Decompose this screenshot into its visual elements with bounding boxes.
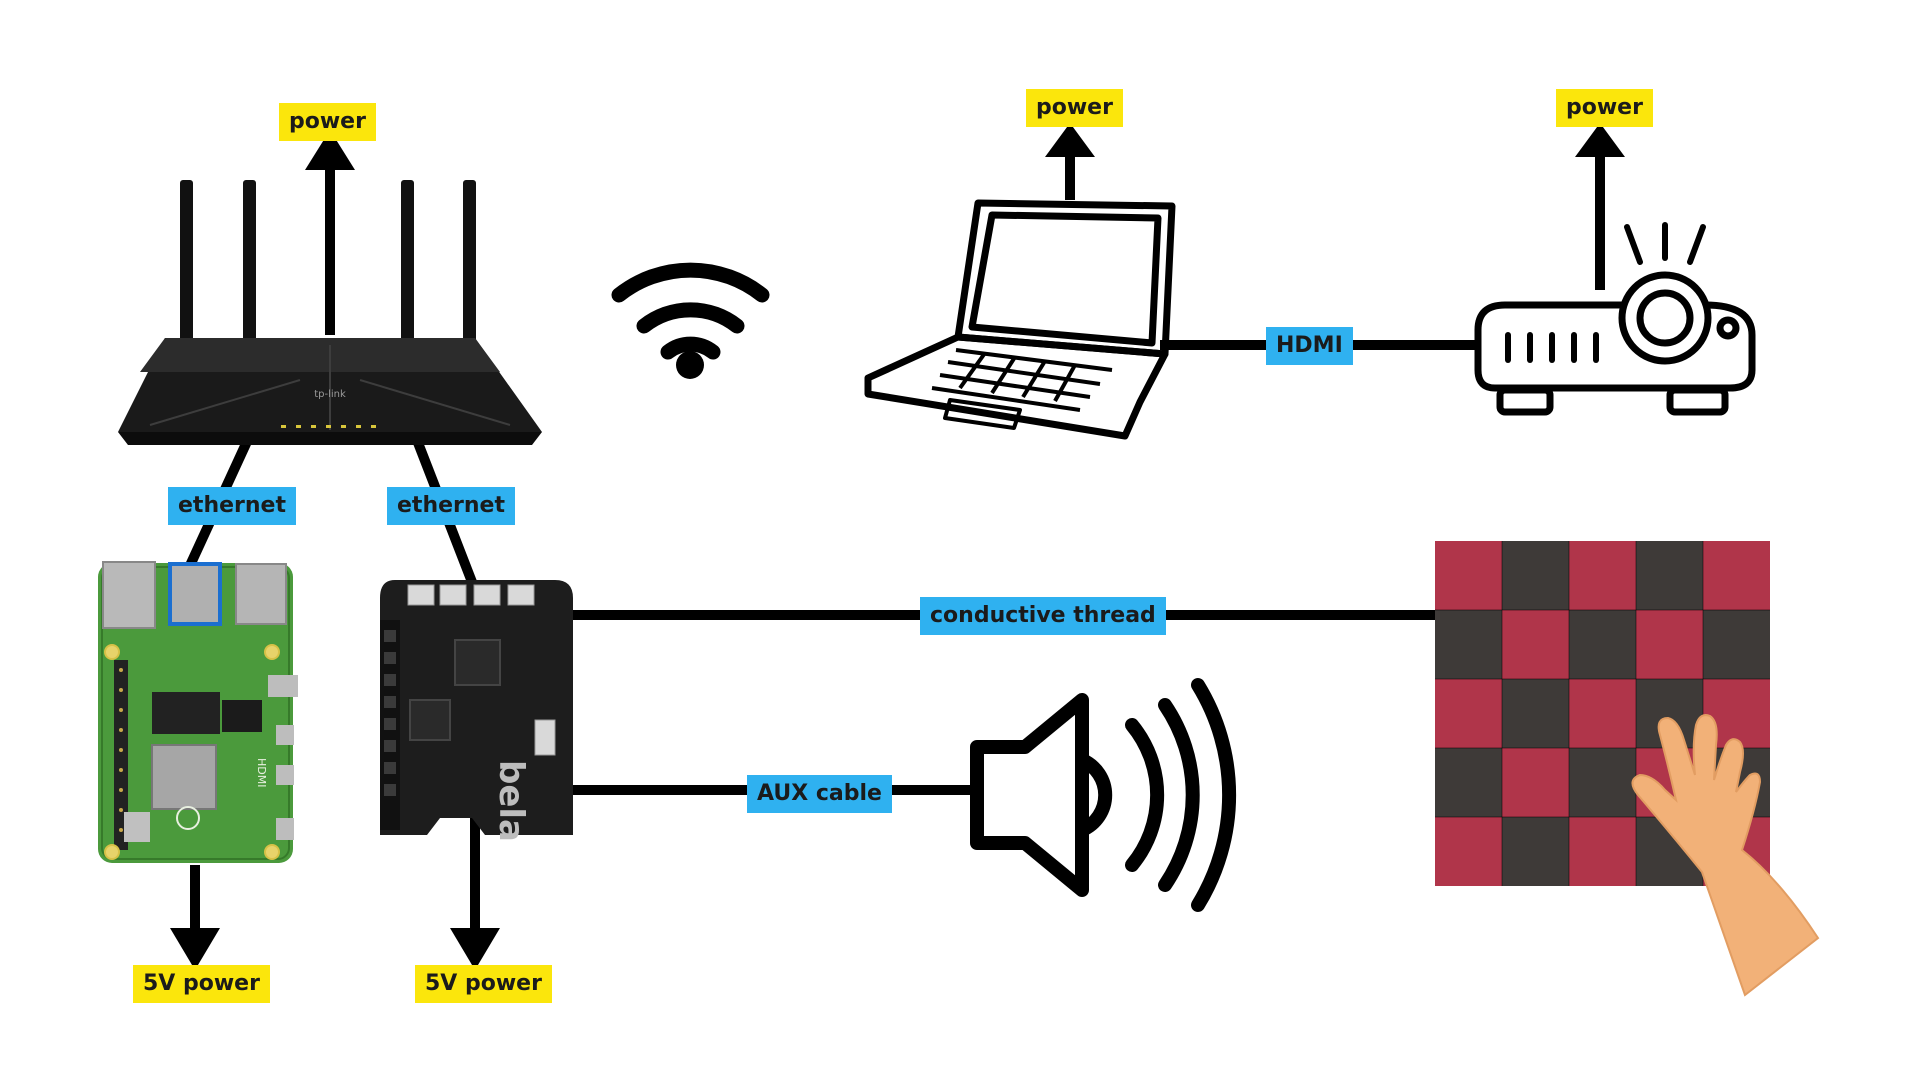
laptop-power-label: power [1026,89,1123,127]
hand-icon [1631,714,1820,997]
hdmi-label: HDMI [1266,327,1353,365]
raspberry-pi-board-icon: HDMI [98,561,298,863]
router-brand-text: tp-link [314,389,346,400]
pi-hdmi-text: HDMI [255,758,268,787]
projector-power-arrow-head [1575,123,1625,157]
bela-power-arrow-head [450,928,500,970]
speaker-icon [970,678,1237,912]
wifi-icon [611,262,770,379]
bela-board-icon: bela [380,580,573,842]
arrow-heads [170,123,1625,970]
router-power-arrow-head [305,130,355,170]
ethernet-label-pi: ethernet [168,487,296,525]
conductive-thread-label: conductive thread [920,597,1166,635]
router-icon: tp-link [118,180,542,445]
ethernet-label-bela: ethernet [387,487,515,525]
projector-power-label: power [1556,89,1653,127]
bela-power-label: 5V power [415,965,552,1003]
laptop-icon [864,199,1176,440]
projector-icon [1474,222,1756,416]
pi-power-arrow-head [170,928,220,970]
aux-cable-label: AUX cable [747,775,892,813]
pi-power-label: 5V power [133,965,270,1003]
laptop-power-arrow-head [1045,123,1095,157]
bela-board-text: bela [491,760,531,842]
router-power-label: power [279,103,376,141]
